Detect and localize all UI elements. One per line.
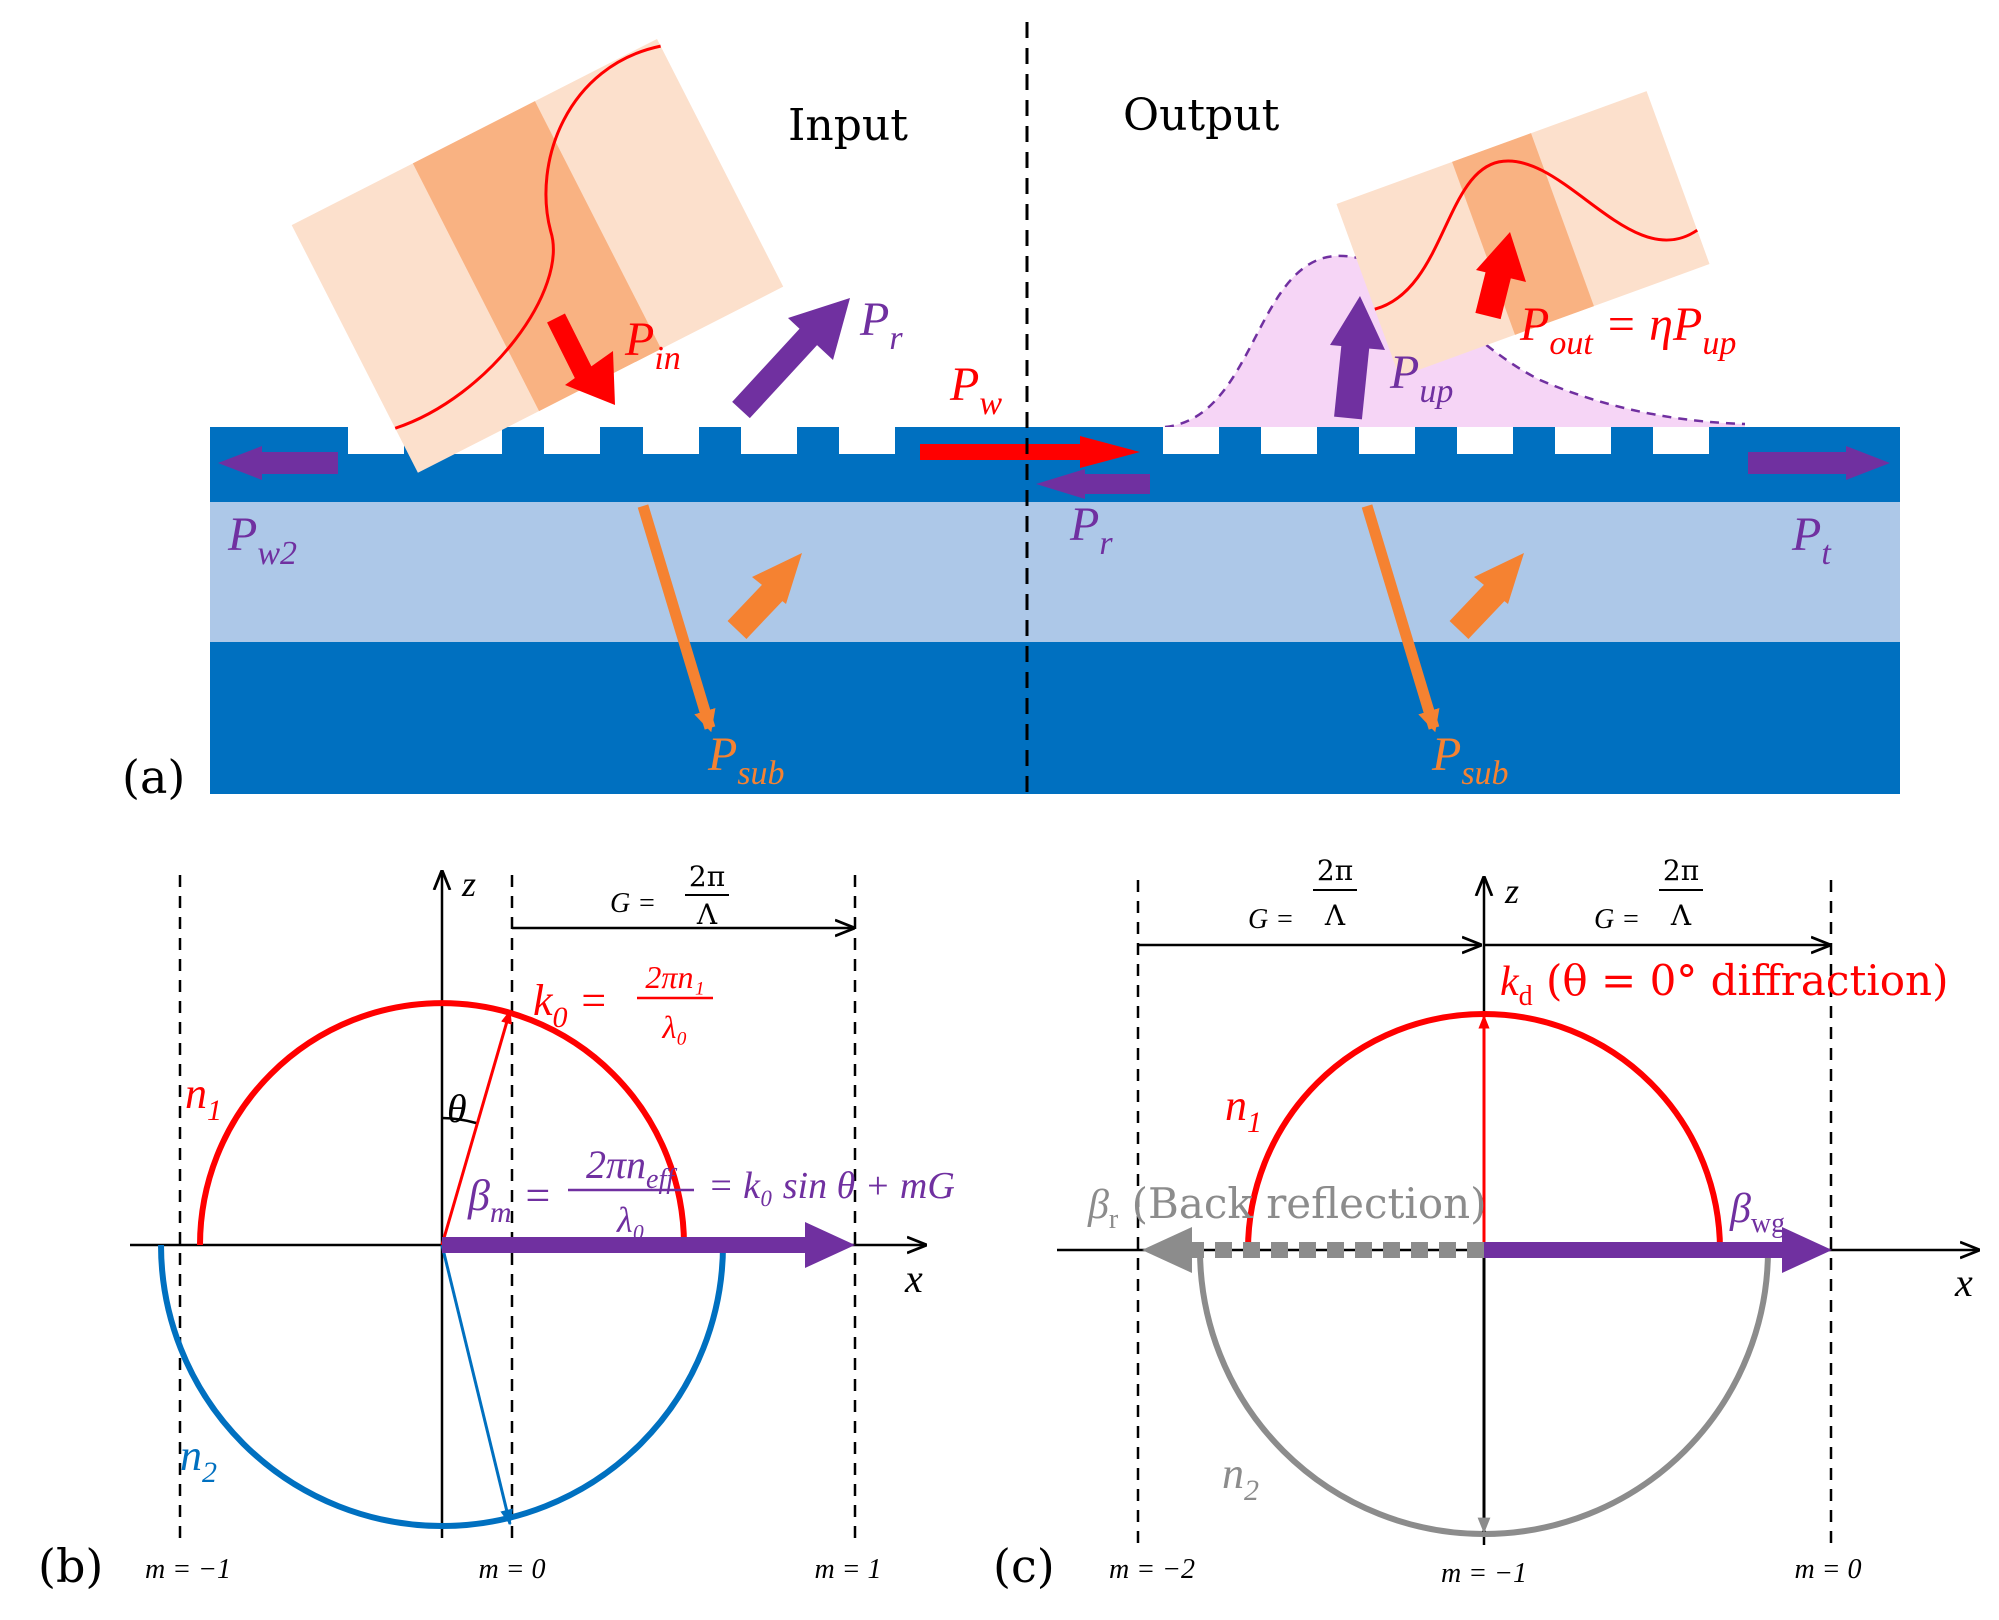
input-grating bbox=[348, 427, 895, 454]
label-p-w: Pw bbox=[949, 358, 1002, 422]
c-beta-wg-label: βwg bbox=[1729, 1186, 1785, 1239]
arrow-p-r-mid bbox=[1036, 469, 1150, 499]
panel-a: Input Output (a) Pin Pr Pw Pr Pw2 Pt Pup… bbox=[122, 22, 1900, 804]
b-g-den: Λ bbox=[696, 898, 718, 931]
b-theta-label: θ bbox=[447, 1086, 467, 1131]
arrow-reflect-left bbox=[727, 553, 802, 639]
arrow-p-w bbox=[920, 436, 1140, 468]
c-g-label-left: G = bbox=[1248, 904, 1294, 935]
b-m1-label: m = 1 bbox=[814, 1554, 881, 1585]
c-g-label-right: G = bbox=[1594, 904, 1640, 935]
input-label: Input bbox=[788, 100, 908, 151]
arrow-p-out bbox=[1475, 232, 1526, 320]
b-k0-den: λ₀ bbox=[662, 1009, 688, 1045]
label-p-r-mid: Pr bbox=[1069, 498, 1113, 562]
c-circle-n2 bbox=[1197, 1249, 1771, 1537]
substrate-bottom bbox=[210, 642, 1900, 794]
arrow-reflect-right bbox=[1449, 553, 1524, 639]
c-circle-n1 bbox=[1245, 1011, 1723, 1251]
panel-c: (c) z x G = 2π Λ G = 2π Λ kd (θ = 0° dif… bbox=[993, 854, 1978, 1593]
c-m-minus1-label: m = −1 bbox=[1441, 1558, 1527, 1589]
label-p-r-top: Pr bbox=[859, 293, 903, 357]
label-p-in: Pin bbox=[624, 313, 681, 377]
output-grating bbox=[1163, 427, 1709, 454]
arrow-p-sub-right bbox=[1361, 504, 1440, 733]
b-m-minus1-label: m = −1 bbox=[145, 1554, 231, 1585]
arrow-p-w2 bbox=[218, 446, 338, 480]
c-x-label: x bbox=[1954, 1260, 1973, 1305]
arrow-p-r-top bbox=[732, 298, 850, 419]
c-m0-label: m = 0 bbox=[1794, 1554, 1861, 1585]
upward-power-outline bbox=[1164, 254, 1746, 429]
b-transmitted-vector bbox=[440, 1244, 513, 1526]
arrow-p-t bbox=[1748, 446, 1890, 480]
label-p-out: Pout = ηPup bbox=[1519, 298, 1736, 362]
b-circle-n1 bbox=[197, 1000, 687, 1246]
b-theta-arc bbox=[441, 1116, 477, 1125]
b-k0-num: 2πn₁ bbox=[645, 959, 704, 995]
b-g-label: G = bbox=[610, 888, 656, 919]
c-n1-label: n1 bbox=[1225, 1081, 1262, 1139]
c-beta-r-label: βr (Back reflection) bbox=[1087, 1179, 1487, 1235]
output-beam bbox=[1336, 91, 1710, 377]
b-beta-den: λ₀ bbox=[616, 1200, 645, 1240]
b-circle-n2 bbox=[158, 1244, 726, 1529]
c-kd-label: kd (θ = 0° diffraction) bbox=[1500, 956, 1948, 1012]
label-p-w2: Pw2 bbox=[227, 508, 297, 572]
c-g-num-left: 2π bbox=[1317, 854, 1353, 887]
label-p-sub-left: Psub bbox=[707, 728, 785, 792]
b-beta-rhs: = k₀ sin θ + mG bbox=[708, 1165, 955, 1207]
b-beta-label: βm = bbox=[467, 1171, 552, 1229]
b-z-label: z bbox=[461, 864, 476, 904]
b-beta-vector bbox=[442, 1222, 855, 1268]
b-n1-label: n1 bbox=[185, 1069, 222, 1127]
buried-oxide bbox=[210, 502, 1900, 642]
input-beam bbox=[291, 38, 784, 473]
c-beta-wg-vector bbox=[1484, 1227, 1832, 1273]
c-z-label: z bbox=[1504, 871, 1519, 911]
c-g-num-right: 2π bbox=[1663, 854, 1699, 887]
b-x-label: x bbox=[904, 1256, 923, 1301]
b-m0-label: m = 0 bbox=[478, 1554, 545, 1585]
c-n2-label: n2 bbox=[1222, 1449, 1259, 1507]
arrow-p-in bbox=[547, 313, 615, 405]
panel-c-label: (c) bbox=[993, 1539, 1055, 1593]
label-p-sub-right: Psub bbox=[1431, 728, 1509, 792]
c-beta-r-vector bbox=[1142, 1227, 1484, 1273]
c-g-den-right: Λ bbox=[1670, 899, 1692, 932]
panel-b-label: (b) bbox=[38, 1539, 103, 1593]
b-n2-label: n2 bbox=[180, 1431, 217, 1489]
arrow-p-sub-left bbox=[637, 504, 716, 733]
output-label: Output bbox=[1123, 90, 1280, 141]
panel-b: (b) z x G = 2π Λ k0 = 2πn₁ λ₀ n1 n2 θ βm… bbox=[38, 860, 955, 1593]
label-p-t: Pt bbox=[1791, 508, 1832, 572]
c-m-minus2-label: m = −2 bbox=[1109, 1554, 1195, 1585]
arrow-p-up bbox=[1330, 296, 1385, 420]
b-k0-vector bbox=[440, 1009, 512, 1246]
b-k0-label: k0 = bbox=[533, 976, 608, 1034]
c-g-den-left: Λ bbox=[1324, 899, 1346, 932]
b-g-num: 2π bbox=[689, 860, 725, 893]
panel-a-label: (a) bbox=[122, 750, 185, 804]
label-p-up: Pup bbox=[1389, 346, 1453, 410]
